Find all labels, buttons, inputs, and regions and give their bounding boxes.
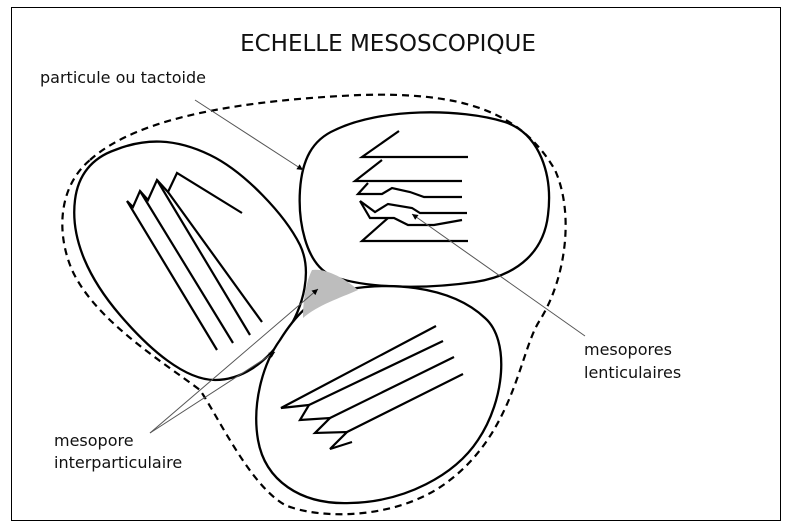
label-particle: particule ou tactoide — [40, 68, 206, 87]
label-lenticular-2: lenticulaires — [584, 363, 681, 382]
label-interparticle-1: mesopore — [54, 431, 134, 450]
label-interparticle-2: interparticulaire — [54, 453, 182, 472]
diagram-title: ECHELLE MESOSCOPIQUE — [240, 31, 536, 57]
label-lenticular-1: mesopores — [584, 340, 672, 359]
particle-left — [74, 142, 306, 380]
particle-top-right — [300, 112, 549, 286]
